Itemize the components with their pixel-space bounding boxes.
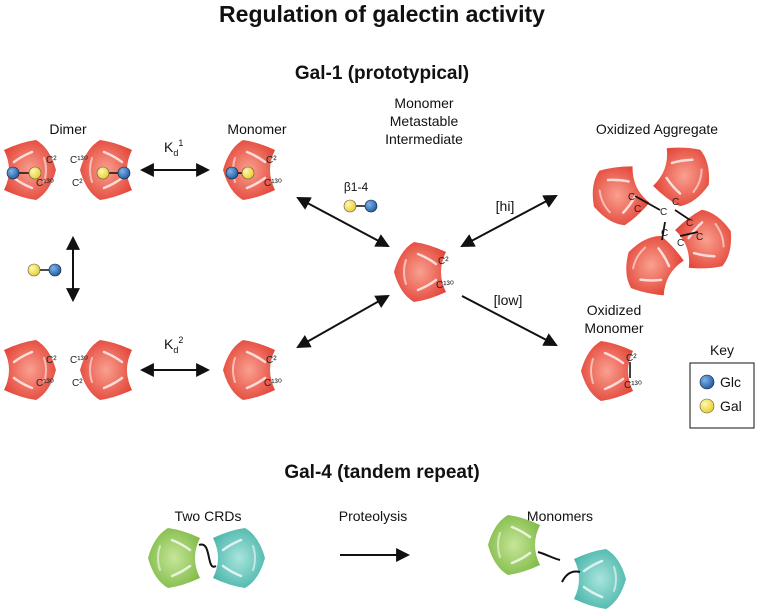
page-title: Regulation of galectin activity — [219, 1, 545, 27]
two-crds-label: Two CRDs — [175, 508, 242, 524]
aggregate-label: Oxidized Aggregate — [596, 121, 718, 137]
cys130-label-a: C¹³⁰ — [36, 178, 54, 189]
cys2-label: C² — [626, 353, 637, 364]
gal4-cleaved-monomers — [488, 515, 626, 609]
cys130-label: C¹³⁰ — [264, 378, 282, 389]
lactose-ligand-beta14 — [343, 199, 378, 213]
proteolysis-label: Proteolysis — [339, 508, 407, 524]
gal1-heading: Gal-1 (prototypical) — [295, 63, 469, 84]
hi-concentration-label: [hi] — [496, 198, 515, 214]
gal-key-label: Gal — [720, 398, 742, 414]
gal-sugar-icon — [343, 199, 357, 213]
dimer-label: Dimer — [49, 121, 87, 137]
svg-text:C: C — [686, 218, 693, 229]
glc-sugar-icon — [6, 166, 20, 180]
cys2-label: C² — [266, 155, 277, 166]
key-title: Key — [710, 342, 734, 358]
gal-key-icon — [699, 398, 715, 414]
cys130-label: C¹³⁰ — [264, 178, 282, 189]
cys130-label-a: C¹³⁰ — [36, 378, 54, 389]
gal-sugar-icon — [96, 166, 110, 180]
monomers-label: Monomers — [527, 508, 593, 524]
svg-text:C: C — [696, 232, 703, 243]
glc-key-icon — [699, 374, 715, 390]
legend-key: Key Glc Gal — [689, 342, 755, 429]
glc-sugar-icon — [117, 166, 131, 180]
monomer-label: Monomer — [227, 121, 286, 137]
cys130-label-b: C¹³⁰ — [70, 355, 88, 366]
gal-sugar-icon — [241, 166, 255, 180]
gal4-heading: Gal-4 (tandem repeat) — [284, 462, 479, 483]
intermediate-label-1: Monomer — [394, 95, 453, 111]
cys2-label: C² — [438, 256, 449, 267]
cys130-label: C¹³⁰ — [436, 280, 454, 291]
intermediate-label-3: Intermediate — [385, 131, 463, 147]
gal4-tandem-repeat — [148, 528, 265, 588]
cys130-label-b: C¹³⁰ — [70, 155, 88, 166]
glc-sugar-icon — [225, 166, 239, 180]
cys2-label-b: C² — [72, 178, 83, 189]
gal1-monomer-unbound: C² C¹³⁰ — [223, 340, 282, 400]
kd1-label: Kd1 — [164, 138, 183, 158]
svg-text:C: C — [660, 207, 667, 218]
glc-sugar-icon — [364, 199, 378, 213]
gal1-oxidized-monomer: C² C¹³⁰ — [581, 341, 642, 401]
gal1-metastable-intermediate: C² C¹³⁰ — [394, 242, 454, 302]
svg-text:Kd2: Kd2 — [164, 335, 183, 355]
lower-monomer-to-intermediate-arrow — [296, 294, 390, 349]
gal-sugar-icon — [27, 263, 41, 277]
linkage-label: β1-4 — [344, 180, 369, 194]
svg-text:C: C — [672, 197, 679, 208]
gal1-dimer-unbound: C² C¹³⁰ C¹³⁰ C² — [4, 340, 132, 400]
monomer-to-intermediate-arrow — [296, 197, 390, 247]
svg-text:C: C — [661, 228, 668, 239]
gal1-monomer-bound: C² C¹³⁰ — [223, 140, 282, 200]
intermediate-to-oxidized-monomer-arrow — [461, 295, 558, 346]
cys2-label-a: C² — [46, 155, 57, 166]
lactose-ligand — [27, 263, 62, 277]
svg-text:Kd1: Kd1 — [164, 138, 183, 158]
cys130-label: C¹³⁰ — [624, 380, 642, 391]
glc-sugar-icon — [48, 263, 62, 277]
gal1-oxidized-aggregate: CC CC CC CC — [581, 138, 742, 304]
cys2-label-a: C² — [46, 355, 57, 366]
svg-text:C: C — [634, 204, 641, 215]
glc-key-label: Glc — [720, 374, 741, 390]
gal1-dimer-bound: C² C¹³⁰ C¹³⁰ C² — [4, 140, 132, 200]
cys2-label: C² — [266, 355, 277, 366]
intermediate-to-aggregate-arrow — [460, 195, 558, 247]
gal-sugar-icon — [28, 166, 42, 180]
cys2-label-b: C² — [72, 378, 83, 389]
oxidized-monomer-label-2: Monomer — [584, 320, 643, 336]
low-concentration-label: [low] — [494, 292, 523, 308]
oxidized-monomer-label-1: Oxidized — [587, 302, 641, 318]
svg-text:C: C — [677, 238, 684, 249]
intermediate-label-2: Metastable — [390, 113, 459, 129]
svg-text:C: C — [628, 192, 635, 203]
kd2-label: Kd2 — [164, 335, 183, 355]
